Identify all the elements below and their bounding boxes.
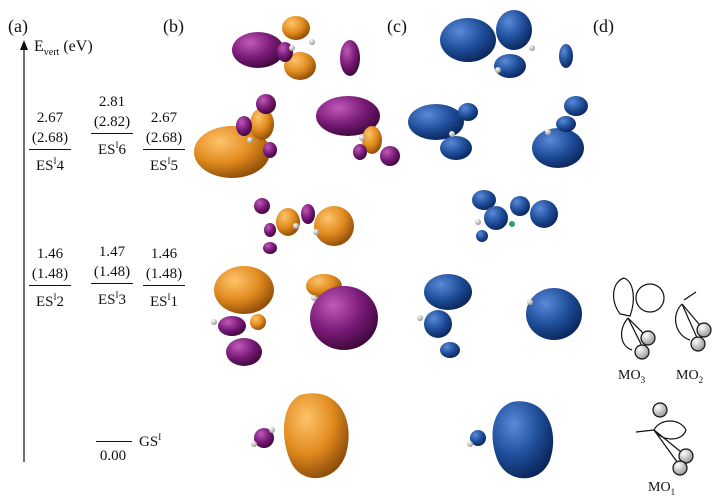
mo3-label: MO3: [618, 368, 646, 385]
orbital-c-row1: [440, 10, 573, 78]
orbital-c-row2: [408, 96, 588, 168]
level-es4: 2.67(2.68) ESI4: [29, 108, 71, 176]
orbital-b-row5: [251, 393, 349, 479]
level-es5: 2.67(2.68) ESI5: [143, 108, 185, 176]
panel-label-b: (b): [163, 16, 184, 36]
level-es2: 1.46(1.48) ESI2: [29, 244, 71, 312]
orbital-b-row3: [254, 198, 354, 254]
level-es1: 1.46(1.48) ESI1: [143, 244, 185, 312]
orbital-b-row2: [194, 94, 400, 178]
orbital-b-row4: [211, 266, 378, 366]
level-gs-name: GSI: [139, 432, 162, 450]
level-es6: 2.81(2.82) ESI6: [91, 92, 133, 160]
orbital-c-row4: [417, 274, 582, 358]
panel-label-a: (a): [8, 16, 28, 36]
mo2-label: MO2: [676, 368, 704, 385]
panel-label-c: (c): [387, 16, 407, 36]
mo3-sketch: [613, 277, 665, 360]
panel-label-d: (d): [593, 16, 614, 36]
level-gs-bar: [96, 441, 132, 442]
mo1-sketch: [635, 402, 694, 476]
level-gs-value: 0.00: [99, 448, 127, 464]
axis-label: Evert (eV): [34, 38, 93, 59]
orbital-c-row3: [472, 190, 558, 242]
mo2-sketch: [674, 291, 712, 352]
orbital-c-row5: [467, 401, 554, 479]
orbital-b-row1: [232, 16, 360, 80]
level-es3: 1.47(1.48) ESI3: [91, 242, 133, 310]
mo1-label: MO1: [648, 480, 676, 497]
